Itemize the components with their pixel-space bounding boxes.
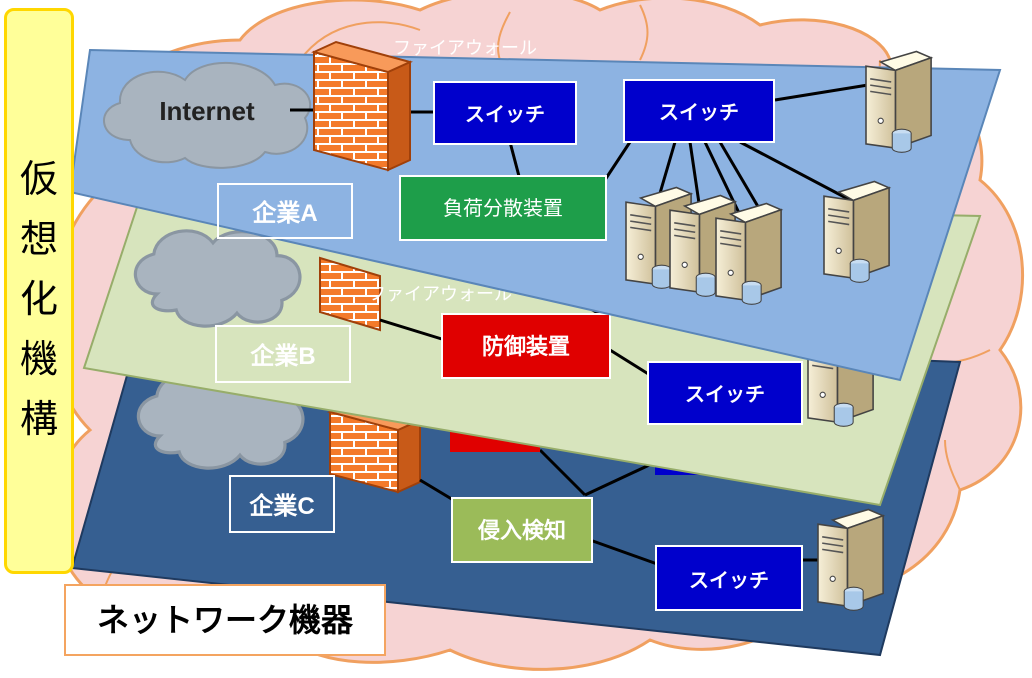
- switch-c: スイッチ: [655, 545, 803, 611]
- internet-label: Internet: [159, 96, 255, 126]
- firewall-a-label: ファイアウォール: [393, 38, 537, 58]
- switch-a-1: スイッチ: [433, 81, 577, 145]
- virtualization-mechanism-panel: 仮 想 化 機 構: [4, 8, 74, 574]
- layer-company-a: Internet ファイアウォール 企業A スイッチ: [68, 38, 1002, 382]
- switch-c-label: スイッチ: [689, 570, 769, 592]
- network-equipment-label: ネットワーク機器: [64, 584, 386, 656]
- firewall-icon: [319, 256, 381, 332]
- side-label-char: 構: [19, 397, 58, 441]
- company-a-label: 企業A: [252, 199, 317, 227]
- side-label-char: 想: [19, 217, 58, 261]
- side-label-char: 化: [19, 277, 58, 321]
- company-a-badge: 企業A: [217, 183, 353, 239]
- switch-a-1-label: スイッチ: [465, 104, 545, 126]
- company-c-badge: 企業C: [229, 475, 335, 533]
- defense-device-box: 防御装置: [441, 313, 611, 379]
- layer-a-links: [290, 83, 869, 216]
- switch-b-label: スイッチ: [685, 384, 765, 406]
- company-b-label: 企業B: [250, 342, 315, 370]
- switch-a-2-label: スイッチ: [659, 102, 739, 124]
- cloud-icon: [103, 61, 312, 169]
- firewall-b-label: ファイアウォール: [368, 284, 512, 304]
- company-b-badge: 企業B: [215, 325, 351, 383]
- company-c-label: 企業C: [249, 492, 314, 520]
- side-label-char: 機: [19, 337, 58, 381]
- load-balancer-label: 負荷分散装置: [443, 197, 563, 220]
- firewall-icon: [311, 40, 413, 172]
- switch-a-2: スイッチ: [623, 79, 775, 143]
- ids-label: 侵入検知: [477, 518, 566, 543]
- defense-device-label: 防御装置: [482, 334, 570, 359]
- ids-box: 侵入検知: [451, 497, 593, 563]
- side-label-char: 仮: [19, 157, 58, 201]
- virtualization-mechanism-label: 仮 想 化 機 構: [7, 149, 71, 449]
- load-balancer-box: 負荷分散装置: [399, 175, 607, 241]
- switch-b: スイッチ: [647, 361, 803, 425]
